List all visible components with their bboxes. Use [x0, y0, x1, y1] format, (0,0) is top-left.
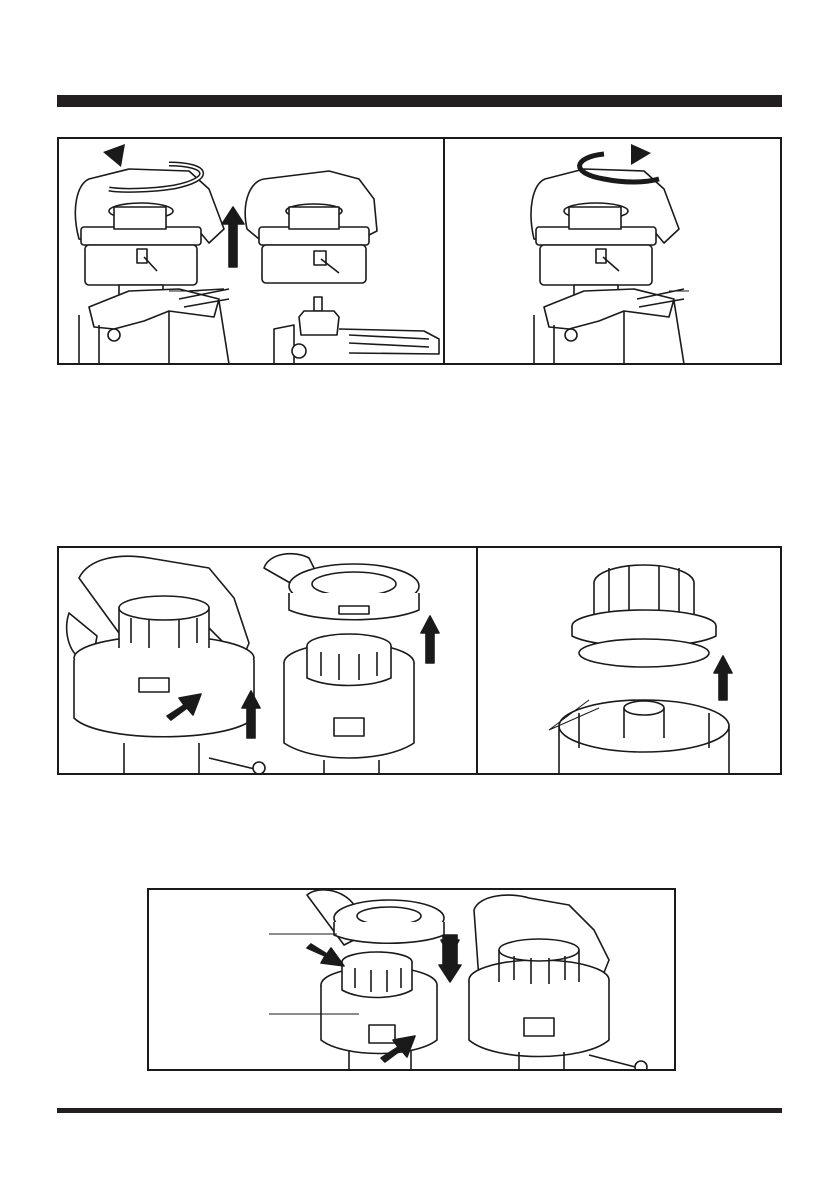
down-arrow-shape-icon [439, 935, 461, 982]
cover-lifted [264, 554, 419, 775]
header-rule [57, 95, 782, 107]
press-arrow-icon [307, 944, 344, 966]
footer-rule [57, 1108, 782, 1113]
spool-head-removed [245, 171, 439, 364]
figure-2-illustration [59, 548, 782, 775]
rotate-cw-arrowhead-icon [631, 144, 651, 165]
head-cover-removal [67, 556, 265, 775]
spool-lifted-out [559, 565, 729, 775]
spool-head-with-wrench-right [531, 169, 684, 365]
rotate-ccw-arrowhead-icon [103, 144, 125, 167]
up-arrow-icon [222, 207, 244, 267]
up-arrow-icon [714, 656, 732, 700]
assembled-head [469, 895, 647, 1071]
figure-panel-1 [57, 137, 782, 365]
cover-installation [307, 890, 444, 1071]
figure-3-illustration [149, 890, 676, 1071]
figure-panel-3 [147, 888, 676, 1071]
figure-1-illustration [59, 139, 782, 365]
spool-head-with-wrench-left [75, 169, 229, 365]
up-arrow-icon [421, 616, 439, 663]
figure-panel-2 [57, 546, 782, 775]
